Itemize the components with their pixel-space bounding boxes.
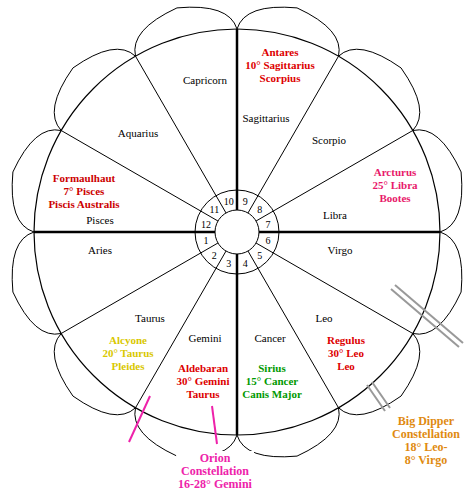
star-detail: 25° Libra Bootes xyxy=(372,179,417,205)
house-cusp xyxy=(256,243,413,334)
sign-name: Aquarius xyxy=(118,127,158,140)
center-circle xyxy=(215,210,259,254)
house-number: 8 xyxy=(257,203,262,216)
constellation-label: Orion Constellation 16-28° Gemini xyxy=(176,451,254,492)
house-cusp xyxy=(34,231,215,234)
sign-name: Scorpio xyxy=(312,134,346,147)
star-name: Aldebaran xyxy=(178,362,228,375)
star-name: Regulus xyxy=(327,334,365,347)
house-number: 6 xyxy=(265,234,270,247)
house-number: 10 xyxy=(224,195,234,208)
star-detail: 30° Gemini Taurus xyxy=(177,375,230,401)
sign-name: Libra xyxy=(323,209,347,222)
sign-name: Virgo xyxy=(328,244,353,257)
star-detail: 20° Taurus Pleides xyxy=(102,347,153,373)
house-number-ring xyxy=(195,190,279,274)
house-cusp xyxy=(236,29,239,210)
pointer-line xyxy=(129,396,150,442)
sign-name: Taurus xyxy=(135,312,165,325)
star-name: Alcyone xyxy=(109,334,147,347)
star-detail: 10° Sagittarius Scorpius xyxy=(245,59,315,85)
house-cusp xyxy=(61,243,218,334)
pointer-line xyxy=(391,289,459,347)
sign-name: Cancer xyxy=(254,332,285,345)
pointer-line xyxy=(212,406,217,444)
star-detail: 7° Pisces Piscis Australis xyxy=(48,185,119,211)
house-cusp xyxy=(259,231,440,234)
star-detail: 15° Cancer Canis Major xyxy=(242,375,302,401)
star-detail: 30° Leo Leo xyxy=(328,347,364,373)
house-number: 7 xyxy=(265,217,270,230)
orion-pointer xyxy=(129,396,217,444)
house-number: 9 xyxy=(243,195,248,208)
house-cusp xyxy=(236,254,239,435)
star-name: Antares xyxy=(261,46,298,59)
star-name: Arcturus xyxy=(374,166,417,179)
house-number: 4 xyxy=(243,256,248,269)
house-number: 12 xyxy=(201,217,211,230)
star-name: Sirius xyxy=(258,362,286,375)
house-number: 1 xyxy=(204,234,209,247)
house-number: 5 xyxy=(257,248,262,261)
sign-name: Leo xyxy=(315,312,332,325)
sign-name: Capricorn xyxy=(183,74,227,87)
sign-name: Pisces xyxy=(86,214,114,227)
sign-name: Aries xyxy=(88,244,112,257)
star-name: Formaulhaut xyxy=(53,172,115,185)
pointer-line xyxy=(367,385,385,411)
sign-name: Sagittarius xyxy=(242,112,289,125)
house-number: 3 xyxy=(226,256,231,269)
house-number: 11 xyxy=(210,203,220,216)
big-dipper-pointer xyxy=(367,285,463,411)
house-number: 2 xyxy=(212,248,217,261)
pointer-line xyxy=(395,285,463,343)
constellation-label: Big Dipper Constellation 18° Leo- 8° Vir… xyxy=(390,414,462,468)
sign-name: Gemini xyxy=(189,332,222,345)
outer-circle xyxy=(34,29,440,435)
